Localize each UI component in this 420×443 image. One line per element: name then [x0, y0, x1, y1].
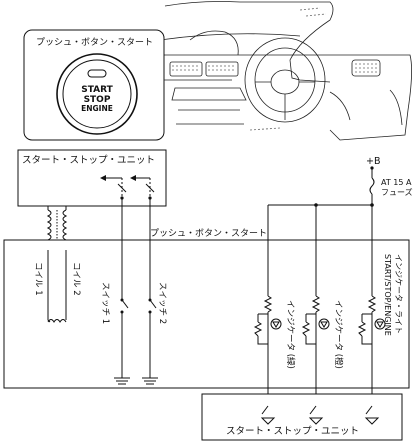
- indicator-start-label-1: START/STOP/ENGINE: [383, 254, 392, 336]
- switch-1-circuit: [114, 198, 130, 385]
- indicator-start-stop-circuit: [357, 205, 386, 406]
- fuse-rating: AT 15 A: [381, 178, 412, 187]
- switch-1-label: スイッチ 1: [100, 282, 110, 324]
- unit-top-label: スタート・ストップ・ユニット: [22, 155, 155, 166]
- unit-bottom-label: スタート・ストップ・ユニット: [226, 426, 359, 437]
- start-stop-button-icon: START STOP ENGINE: [56, 53, 138, 135]
- power-bus: [268, 194, 373, 206]
- bottom-unit-switches: [260, 405, 380, 425]
- power-label: +B: [366, 156, 380, 167]
- switch-2-circuit: [142, 198, 158, 385]
- push-button-start-block: [3, 239, 410, 389]
- indicator-amber-label: インジケータ (橙): [333, 300, 344, 369]
- coil-2-label: コイル 2: [71, 262, 81, 296]
- indicator-green-circuit: [253, 205, 282, 406]
- fuse-label: フューズ: [381, 187, 413, 197]
- button-text-stop: STOP: [84, 95, 111, 105]
- indicator-green-label: インジケータ (緑): [285, 300, 296, 369]
- fuse-icon: [369, 177, 375, 195]
- indicator-start-label-2: インジケータ・ライト: [394, 254, 403, 334]
- indicator-amber-circuit: [301, 205, 330, 406]
- callout-title: プッシュ・ボタン・スタート: [36, 37, 153, 48]
- switch-2-label: スイッチ 2: [157, 282, 167, 324]
- dashboard-illustration: [159, 1, 412, 141]
- coil-1-label: コイル 1: [33, 262, 43, 296]
- start-stop-unit-bottom: [201, 393, 403, 441]
- button-text-start: START: [81, 85, 113, 95]
- main-block-label: プッシュ・ボタン・スタート: [150, 228, 267, 239]
- coil-wires: [47, 250, 67, 323]
- button-text-engine: ENGINE: [81, 104, 113, 113]
